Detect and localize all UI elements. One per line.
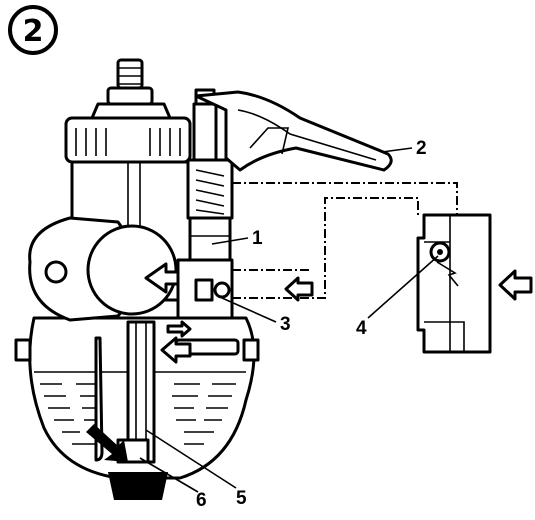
hose-flow-arrow: [284, 276, 314, 302]
callout-4: 4: [356, 318, 367, 339]
callout-2: 2: [416, 138, 427, 159]
jet-assembly: [86, 320, 168, 500]
figure-number-badge: 2: [8, 5, 58, 55]
figure-number: 2: [23, 14, 44, 49]
air-cut-off-valve: [416, 213, 492, 354]
vacuum-hoses: [232, 182, 458, 299]
callout-6: 6: [196, 490, 207, 511]
carburettor-body: [28, 58, 234, 364]
callouts: 1 2 3 4 5 6: [139, 138, 439, 511]
throttle-lever: [194, 90, 393, 172]
callout-1: 1: [252, 228, 263, 249]
callout-5: 5: [236, 488, 247, 509]
callout-3: 3: [280, 314, 291, 335]
cut-off-valve-tower: [186, 88, 234, 262]
air-inlet-arrow: [498, 269, 533, 301]
